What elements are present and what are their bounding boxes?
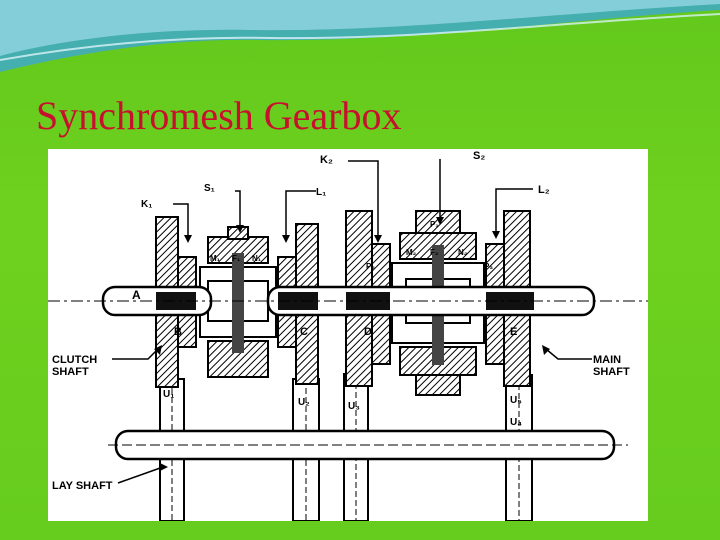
label-f1: F₁ xyxy=(232,254,241,263)
label-s2: S₂ xyxy=(473,150,485,162)
label-n2: N₂ xyxy=(458,248,468,257)
label-c: C xyxy=(300,326,308,338)
label-m2: M₂ xyxy=(406,248,417,257)
label-arrows xyxy=(112,159,592,484)
lay-shaft xyxy=(108,429,628,461)
label-e: E xyxy=(510,326,517,338)
label-k1: K₁ xyxy=(141,199,152,210)
label-u5: U₅ xyxy=(510,395,522,406)
label-l1: L₁ xyxy=(316,187,326,198)
label-u1: U₁ xyxy=(163,389,174,400)
label-l2: L₂ xyxy=(538,184,550,196)
label-n1: N₁ xyxy=(252,254,262,263)
label-u4: U₄ xyxy=(510,417,522,428)
header-wave-decoration xyxy=(0,0,720,72)
label-s1: S₁ xyxy=(204,183,215,194)
gearbox-diagram: K₂ S₂ S₁ L₁ K₁ L₂ M₁ F₁ N₁ P₁ M₂ F₂ N₂ P… xyxy=(48,149,648,521)
label-p1: P₁ xyxy=(430,220,439,229)
label-b: B xyxy=(174,326,182,338)
label-u3: U₃ xyxy=(348,401,360,412)
slide-title: Synchromesh Gearbox xyxy=(36,93,402,138)
main-shaft xyxy=(266,285,596,317)
label-p3: P₃ xyxy=(484,262,493,271)
label-a: A xyxy=(132,288,141,302)
label-u2: U₂ xyxy=(298,397,310,408)
label-clutch-shaft-2: SHAFT xyxy=(52,366,89,378)
label-clutch-shaft-1: CLUTCH xyxy=(52,354,97,366)
label-k2: K₂ xyxy=(320,154,333,166)
label-d: D xyxy=(364,326,372,338)
label-m1: M₁ xyxy=(210,254,221,263)
label-lay-shaft: LAY SHAFT xyxy=(52,480,113,492)
synchroniser-1 xyxy=(199,226,277,378)
label-arrowheads xyxy=(154,217,550,471)
label-main-shaft-1: MAIN xyxy=(593,354,621,366)
label-main-shaft-2: SHAFT xyxy=(593,366,630,378)
label-f2: F₂ xyxy=(430,248,439,257)
label-p2: P₂ xyxy=(366,262,375,271)
